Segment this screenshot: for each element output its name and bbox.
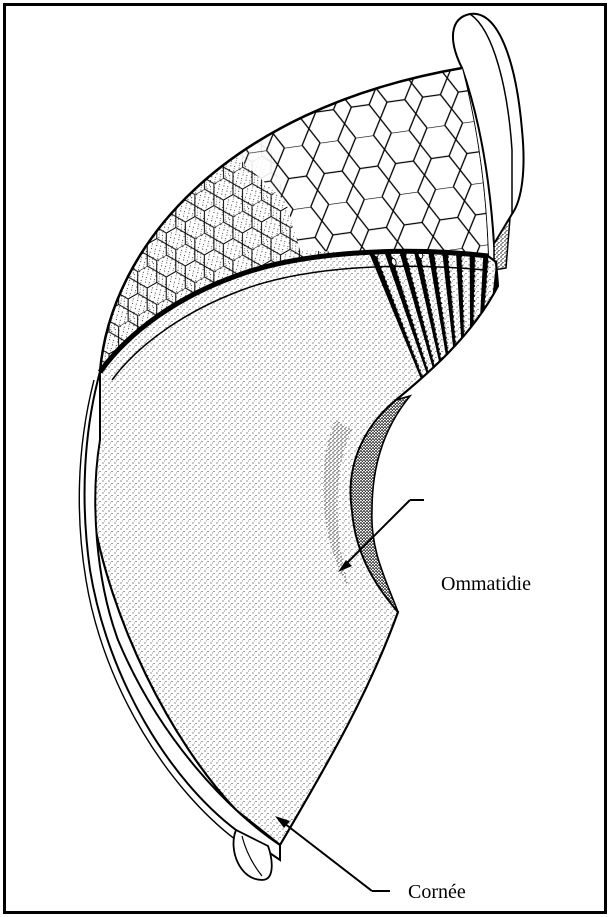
ommatidium-separator (523, 95, 610, 404)
ommatidium-rhabdom (544, 160, 610, 419)
cell-nucleus (571, 254, 578, 262)
cell-nucleus (567, 224, 574, 232)
cell-nucleus (524, 197, 530, 205)
ommatidium-rhabdom (519, 88, 610, 401)
cell-nucleus (516, 237, 522, 245)
ommatidium-rhabdom (548, 178, 610, 423)
ommatidium-separator (512, 73, 610, 398)
cell-nucleus (527, 253, 533, 261)
ommatidium-separator (559, 227, 610, 436)
ommatidium-rhabdom (530, 114, 610, 408)
ommatidium-rhabdom (563, 257, 610, 442)
cornee-leader-line (280, 820, 372, 891)
ommatidium-rhabdom (560, 236, 610, 437)
cell-nucleus (597, 266, 604, 274)
cornee-annotation: Cornée (275, 816, 466, 903)
ommatidium-rhabdom (508, 68, 610, 396)
ommatidium-rhabdom (553, 196, 610, 427)
ommatidium-separator (533, 122, 610, 411)
cell-nucleus (546, 176, 552, 184)
ommatidium-separator (551, 188, 610, 427)
ommatidium-separator (517, 84, 610, 402)
cell-nucleus (531, 158, 537, 166)
cell-nucleus (544, 244, 550, 252)
ommatidium-rhabdom (569, 302, 610, 453)
cell-nucleus (553, 261, 560, 269)
ommatidium-separator (568, 292, 610, 452)
ommatidium-rhabdom (535, 128, 610, 411)
cell-nucleus (578, 272, 585, 280)
cell-nucleus (568, 167, 574, 175)
ommatidium-separator (543, 153, 610, 419)
cell-nucleus (537, 214, 543, 222)
ommatidium-rhabdom (557, 216, 610, 432)
cornee-label: Cornée (408, 881, 466, 903)
ommatidie-label: Ommatidie (441, 573, 531, 595)
ommatidium-rhabdom (514, 78, 610, 399)
ommatidium-separator (555, 207, 610, 431)
cell-nucleus (556, 205, 562, 213)
cell-nucleus (587, 217, 594, 225)
ommatidium-rhabdom (567, 279, 610, 447)
ommatidium-rhabdom (525, 100, 610, 404)
ommatidium-separator (538, 137, 610, 415)
cell-nucleus (596, 236, 603, 244)
ommatidium-separator (528, 108, 610, 408)
ommatidium-separator (562, 248, 610, 441)
ommatidium-rhabdom (540, 144, 610, 415)
ommatidium-separator (506, 65, 610, 397)
ommatidium-separator (565, 270, 610, 447)
cell-nucleus (488, 233, 493, 240)
ommatidium-separator (547, 170, 610, 423)
cell-nucleus (581, 186, 588, 194)
